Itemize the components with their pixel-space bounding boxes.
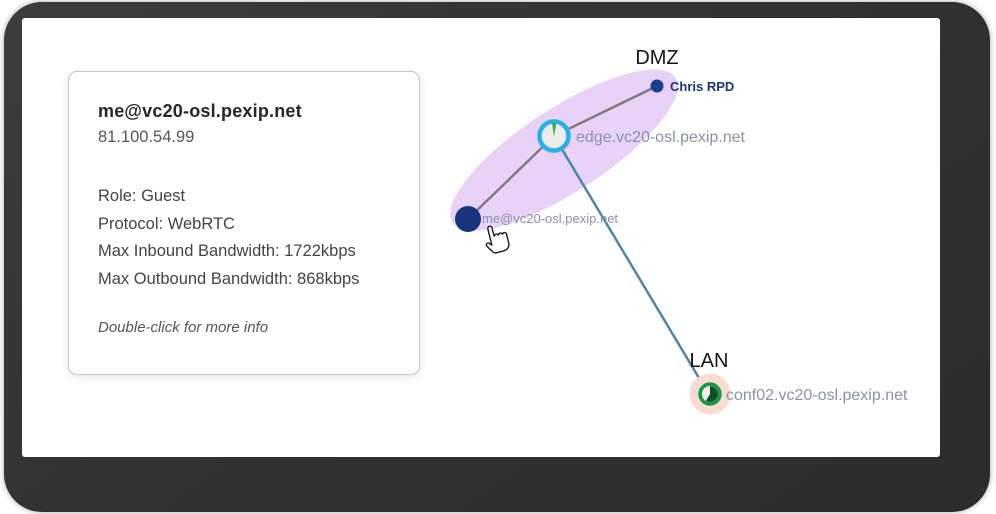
me-participant-label: me@vc20-osl.pexip.net <box>482 211 618 226</box>
app-canvas: DMZ LAN Chris RPD edge.vc20-osl.pexip.ne… <box>22 18 940 457</box>
node-edge-server[interactable]: edge.vc20-osl.pexip.net <box>537 119 746 153</box>
tooltip-hint: Double-click for more info <box>98 319 269 336</box>
zone-label-lan: LAN <box>690 350 729 372</box>
link-edge-conf <box>552 135 701 379</box>
me-participant-dot[interactable] <box>455 206 481 232</box>
chris-rpd-label: Chris RPD <box>670 79 734 94</box>
conf02-label: conf02.vc20-osl.pexip.net <box>726 387 908 404</box>
tooltip-ip-address: 81.100.54.99 <box>98 128 195 146</box>
chris-rpd-dot[interactable] <box>650 79 664 93</box>
tooltip-role: Role: Guest <box>98 187 186 205</box>
tooltip-details: Role: Guest Protocol: WebRTC Max Inbound… <box>98 183 391 293</box>
node-me-participant[interactable]: me@vc20-osl.pexip.net <box>455 206 618 232</box>
hand-cursor-icon <box>485 225 510 254</box>
zone-label-dmz: DMZ <box>635 47 678 69</box>
conf02-pie-segment <box>706 386 718 402</box>
node-chris-rpd[interactable]: Chris RPD <box>650 79 735 94</box>
network-topology-graph[interactable]: DMZ LAN Chris RPD edge.vc20-osl.pexip.ne… <box>22 18 940 457</box>
link-edge-me <box>467 135 555 220</box>
conf02-ring[interactable] <box>698 382 722 406</box>
node-conf02[interactable]: conf02.vc20-osl.pexip.net <box>689 373 909 415</box>
edge-server-label: edge.vc20-osl.pexip.net <box>576 129 746 146</box>
tooltip-max-inbound-bandwidth: Max Inbound Bandwidth: 1722kbps <box>98 242 356 260</box>
tooltip-max-outbound-bandwidth: Max Outbound Bandwidth: 868kbps <box>98 269 360 288</box>
tooltip-protocol: Protocol: WebRTC <box>98 214 235 233</box>
dmz-zone-highlight <box>450 69 678 231</box>
edge-server-load-wedge <box>551 122 557 137</box>
link-chris-edge <box>553 84 658 138</box>
tooltip-title: me@vc20-osl.pexip.net <box>98 101 302 121</box>
node-tooltip: me@vc20-osl.pexip.net 81.100.54.99 Role:… <box>68 71 420 375</box>
